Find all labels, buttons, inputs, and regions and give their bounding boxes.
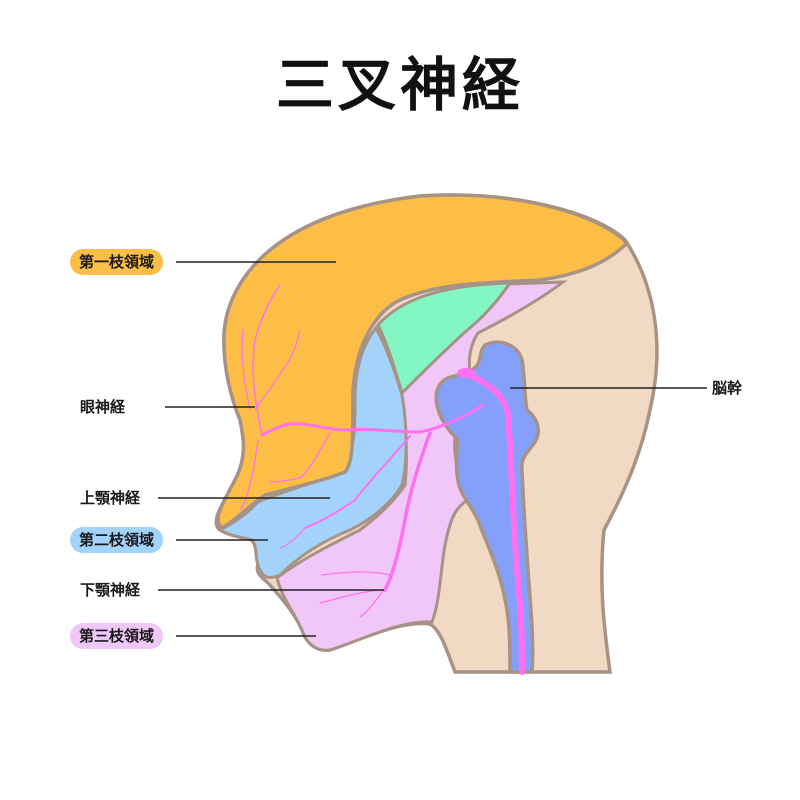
brainstem xyxy=(434,340,540,674)
leader-lines xyxy=(158,261,707,637)
label-second-branch-area: 第二枝領域 xyxy=(70,527,164,553)
first-branch-region xyxy=(216,193,630,531)
trigeminal-nerve xyxy=(239,284,525,675)
label-maxillary-nerve: 上顎神経 xyxy=(80,489,141,507)
label-brainstem: 脳幹 xyxy=(712,379,743,397)
label-mandibular-nerve: 下顎神経 xyxy=(80,581,141,599)
label-ophthalmic-nerve: 眼神経 xyxy=(80,398,126,416)
label-third-branch-area: 第三枝領域 xyxy=(70,623,164,649)
label-first-branch-area: 第一枝領域 xyxy=(70,249,164,275)
diagram-title: 三叉神経 xyxy=(275,51,524,119)
